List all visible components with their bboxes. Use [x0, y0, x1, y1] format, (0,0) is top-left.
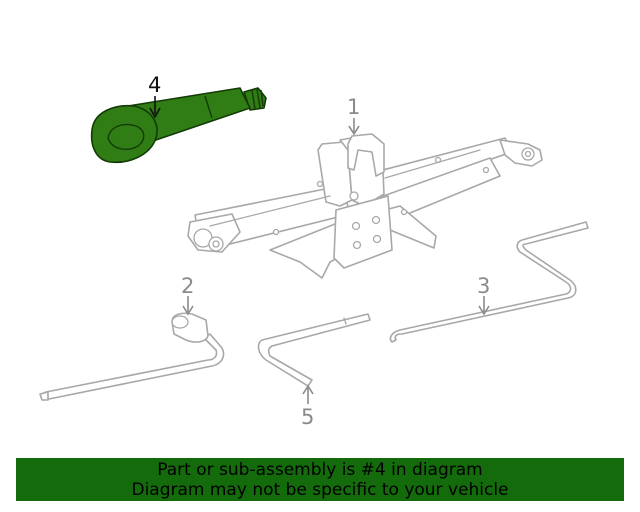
- extension-rod-part[interactable]: [389, 221, 589, 343]
- callout-4-label: 4: [148, 73, 161, 97]
- callout-3-label: 3: [477, 274, 490, 298]
- banner-line-1: Part or sub-assembly is #4 in diagram: [157, 460, 483, 480]
- callout-5-arrow: [302, 384, 314, 395]
- callout-5-label: 5: [301, 405, 314, 429]
- callout-1-arrow: [348, 125, 360, 136]
- banner-line-2: Diagram may not be specific to your vehi…: [131, 480, 509, 500]
- part-info-banner: Part or sub-assembly is #4 in diagram Di…: [16, 458, 624, 501]
- scissor-jack-part[interactable]: [187, 133, 543, 279]
- callout-4-arrow: [149, 107, 161, 119]
- jack-handle-part[interactable]: [39, 312, 225, 401]
- callout-3-arrow: [478, 305, 490, 316]
- wrench-part[interactable]: [257, 313, 371, 387]
- callout-2-label: 2: [181, 274, 194, 298]
- callout-1-label: 1: [347, 95, 360, 119]
- towing-eye-part[interactable]: [90, 87, 267, 164]
- callout-2-arrow: [182, 305, 194, 316]
